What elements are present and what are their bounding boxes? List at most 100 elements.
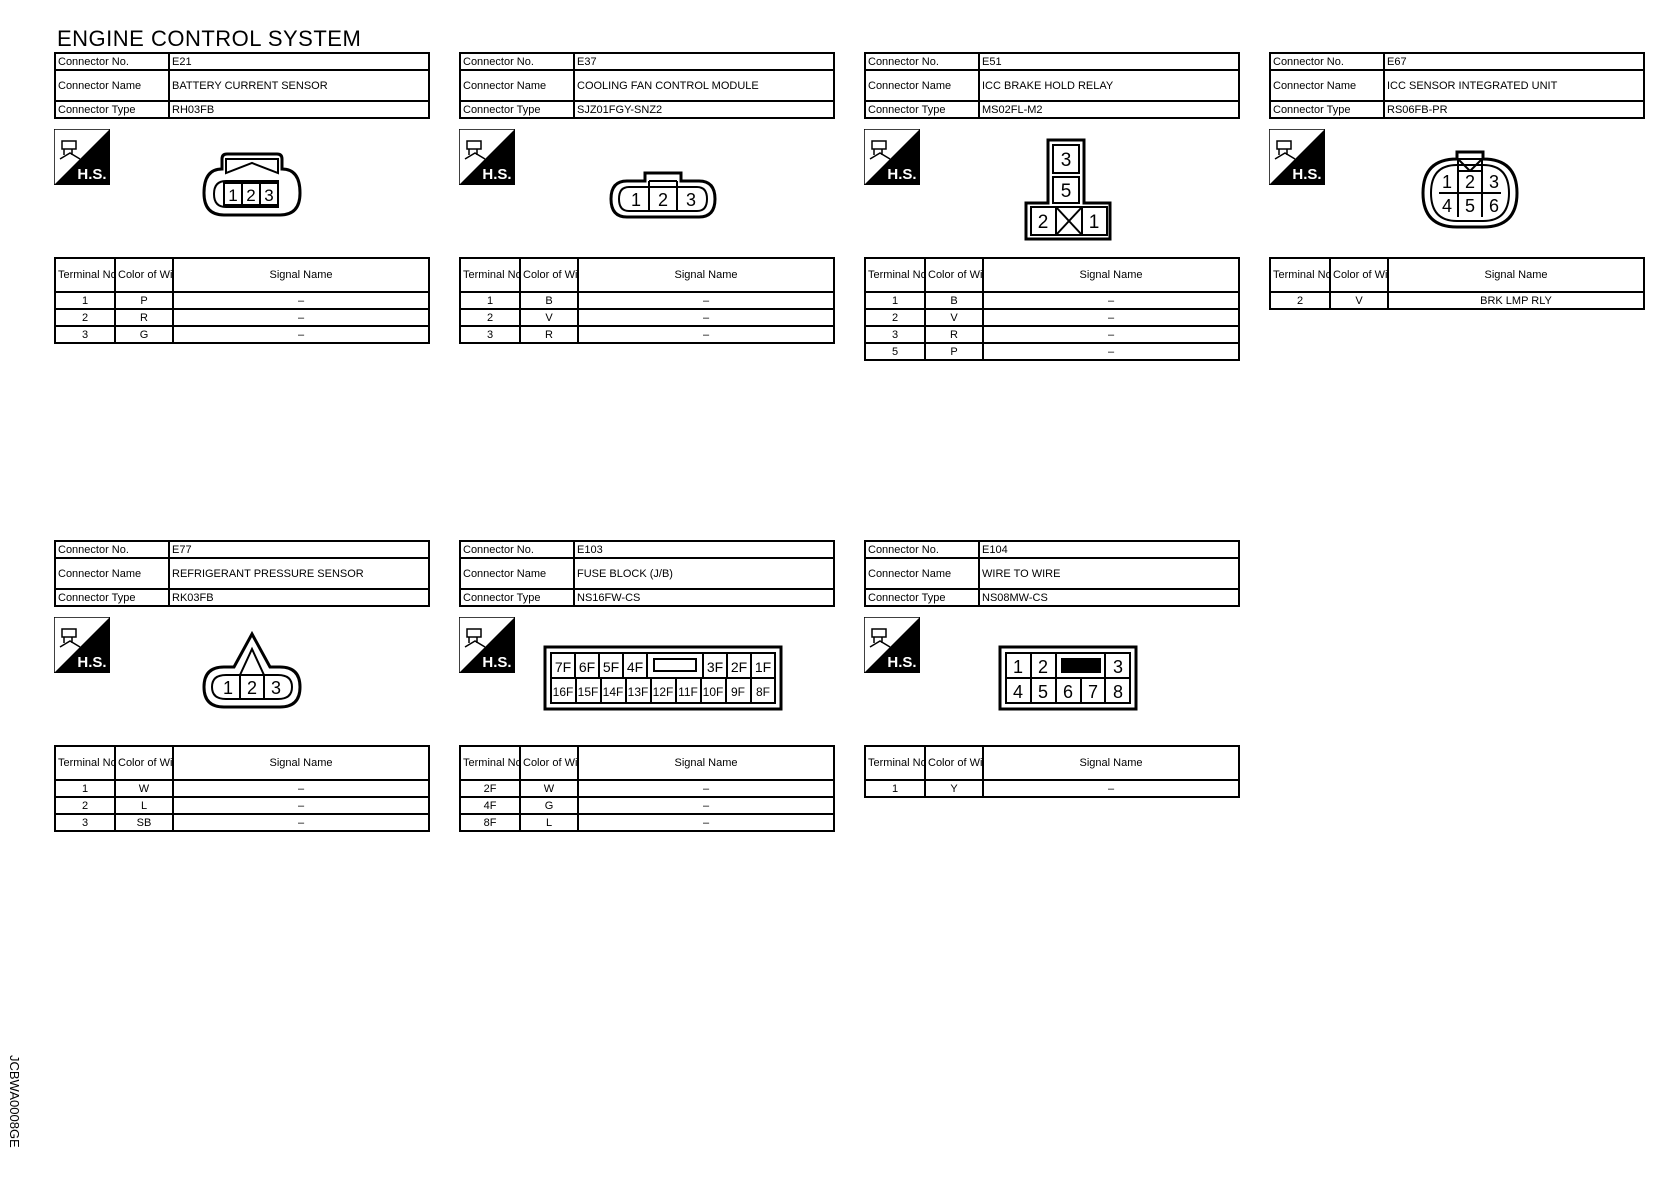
pin-label: 3 xyxy=(686,190,696,210)
harness-side-icon: H.S. xyxy=(864,129,920,185)
signal-name-cell: – xyxy=(577,779,835,798)
terminal-no-cell: 1 xyxy=(54,779,116,798)
pin-label: 2F xyxy=(731,659,747,675)
terminal-no-cell: 2F xyxy=(459,779,521,798)
pin-label: 2 xyxy=(247,678,257,698)
connector-face-e77: 1 2 3 xyxy=(202,631,302,709)
harness-side-icon: H.S. xyxy=(864,617,920,673)
terminal-no-cell: 3 xyxy=(54,325,116,344)
pin-label: 7 xyxy=(1088,682,1098,702)
signal-name-header: Signal Name xyxy=(172,745,430,781)
connector-name-label: Connector Name xyxy=(864,557,980,590)
wire-color-header: Color of Wire xyxy=(924,745,984,781)
pin-label: 4 xyxy=(1442,196,1452,216)
terminal-no-cell: 2 xyxy=(54,308,116,327)
connector-type-label: Connector Type xyxy=(864,588,980,607)
terminal-no-cell: 1 xyxy=(54,291,116,310)
connector-type-label: Connector Type xyxy=(459,100,575,119)
connector-type-value: RK03FB xyxy=(168,588,430,607)
wire-color-cell: W xyxy=(519,779,579,798)
connector-name-value: REFRIGERANT PRESSURE SENSOR xyxy=(168,557,430,590)
connector-face-e21: 1 2 3 xyxy=(202,152,302,217)
signal-name-cell: – xyxy=(982,308,1240,327)
pin-label: 1 xyxy=(631,190,641,210)
pin-label: 3 xyxy=(1113,657,1123,677)
document-code: JCBWA0008GE xyxy=(7,1055,22,1148)
connector-no-label: Connector No. xyxy=(54,52,170,71)
connector-type-value: NS16FW-CS xyxy=(573,588,835,607)
signal-name-cell: – xyxy=(577,813,835,832)
pin-label: 2 xyxy=(1465,172,1475,192)
pin-label: 4F xyxy=(627,659,643,675)
terminal-no-header: Terminal No. xyxy=(54,257,116,293)
signal-name-header: Signal Name xyxy=(1387,257,1645,293)
signal-name-cell: – xyxy=(577,308,835,327)
pin-label: 1 xyxy=(228,186,237,205)
signal-name-cell: BRK LMP RLY xyxy=(1387,291,1645,310)
signal-name-cell: – xyxy=(577,291,835,310)
terminal-no-cell: 4F xyxy=(459,796,521,815)
pin-label: 6 xyxy=(1489,196,1499,216)
wire-color-header: Color of Wire xyxy=(114,257,174,293)
pin-label: 6 xyxy=(1063,682,1073,702)
pin-label: 3 xyxy=(1061,150,1072,171)
wire-color-cell: G xyxy=(114,325,174,344)
terminal-no-cell: 5 xyxy=(864,342,926,361)
wire-color-cell: R xyxy=(924,325,984,344)
hs-label: H.S. xyxy=(482,654,511,671)
connector-figure: H.S. 1 2 3 4 5 6 7 8 xyxy=(864,607,1240,745)
terminal-no-header: Terminal No. xyxy=(1269,257,1331,293)
wire-color-cell: P xyxy=(924,342,984,361)
connector-type-label: Connector Type xyxy=(459,588,575,607)
pin-label: 3 xyxy=(271,678,281,698)
terminal-table: Terminal No.Color of WireSignal Name 2FW… xyxy=(459,745,835,832)
connector-no-value: E37 xyxy=(573,52,835,71)
terminal-table: Terminal No.Color of WireSignal Name 2VB… xyxy=(1269,257,1645,310)
terminal-table: Terminal No.Color of WireSignal Name 1P–… xyxy=(54,257,430,344)
pin-label: 10F xyxy=(703,685,724,699)
signal-name-cell: – xyxy=(982,325,1240,344)
connector-name-value: ICC SENSOR INTEGRATED UNIT xyxy=(1383,69,1645,102)
hs-label: H.S. xyxy=(77,654,106,671)
wire-color-cell: P xyxy=(114,291,174,310)
pin-label: 8F xyxy=(756,685,770,699)
wire-color-cell: L xyxy=(114,796,174,815)
wire-color-cell: W xyxy=(114,779,174,798)
signal-name-header: Signal Name xyxy=(577,745,835,781)
connector-name-label: Connector Name xyxy=(1269,69,1385,102)
connector-face-e37: 1 2 3 xyxy=(609,171,717,219)
terminal-no-cell: 3 xyxy=(54,813,116,832)
wire-color-header: Color of Wire xyxy=(114,745,174,781)
connector-figure: H.S. 1 2 3 xyxy=(54,607,430,745)
wire-color-cell: R xyxy=(519,325,579,344)
connector-figure: H.S. 1 2 3 xyxy=(459,119,835,257)
signal-name-header: Signal Name xyxy=(982,257,1240,293)
connector-type-value: NS08MW-CS xyxy=(978,588,1240,607)
hs-label: H.S. xyxy=(77,166,106,183)
harness-side-icon: H.S. xyxy=(459,617,515,673)
pin-label: 5 xyxy=(1038,682,1048,702)
terminal-no-cell: 2 xyxy=(1269,291,1331,310)
connector-name-label: Connector Name xyxy=(864,69,980,102)
connector-name-value: ICC BRAKE HOLD RELAY xyxy=(978,69,1240,102)
pin-label: 8 xyxy=(1113,682,1123,702)
signal-name-cell: – xyxy=(982,342,1240,361)
signal-name-cell: – xyxy=(172,325,430,344)
pin-label: 1 xyxy=(1013,657,1023,677)
pin-label: 2 xyxy=(1038,657,1048,677)
connector-no-value: E104 xyxy=(978,540,1240,559)
terminal-table: Terminal No.Color of WireSignal Name 1Y– xyxy=(864,745,1240,798)
pin-label: 3 xyxy=(264,186,273,205)
connector-no-value: E67 xyxy=(1383,52,1645,71)
